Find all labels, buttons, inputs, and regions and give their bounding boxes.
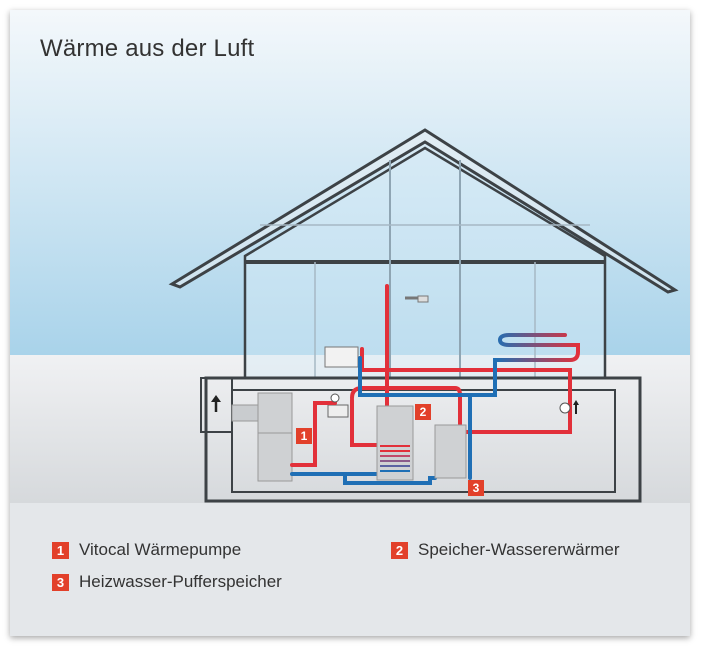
shower	[405, 295, 429, 303]
legend-badge: 1	[52, 541, 69, 559]
house-frame	[168, 128, 679, 503]
legend-label: Vitocal Wärmepumpe	[79, 540, 242, 559]
pump-icon	[330, 393, 340, 403]
component-label-1: 1	[296, 428, 312, 444]
buffer-tank	[434, 424, 467, 479]
diagram-card: Wärme aus der Luft 1 2 3 1 Vitocal Wärme…	[10, 10, 690, 636]
controller-box	[327, 404, 349, 418]
outdoor-air-arrow-icon	[211, 395, 221, 412]
house-illustration	[10, 10, 690, 636]
legend-item-3: 3 Heizwasser-Pufferspeicher	[52, 572, 282, 592]
legend-badge: 2	[391, 541, 408, 559]
component-label-2: 2	[415, 404, 431, 420]
legend-area	[10, 503, 690, 636]
radiator	[324, 346, 359, 368]
pipes	[290, 284, 580, 485]
legend-label: Heizwasser-Pufferspeicher	[79, 572, 282, 591]
page-title: Wärme aus der Luft	[40, 35, 255, 62]
legend-item-1: 1 Vitocal Wärmepumpe	[52, 540, 241, 560]
flow-arrow-icon	[573, 400, 579, 414]
legend-item-2: 2 Speicher-Wassererwärmer	[391, 540, 620, 560]
heat-pump-unit	[257, 392, 293, 482]
legend-badge: 3	[52, 573, 69, 591]
tank-coil	[380, 445, 410, 472]
storage-tank	[376, 405, 414, 481]
legend-label: Speicher-Wassererwärmer	[418, 540, 620, 559]
pump-icon	[559, 402, 571, 414]
fan-duct	[231, 404, 261, 422]
component-label-3: 3	[468, 480, 484, 496]
